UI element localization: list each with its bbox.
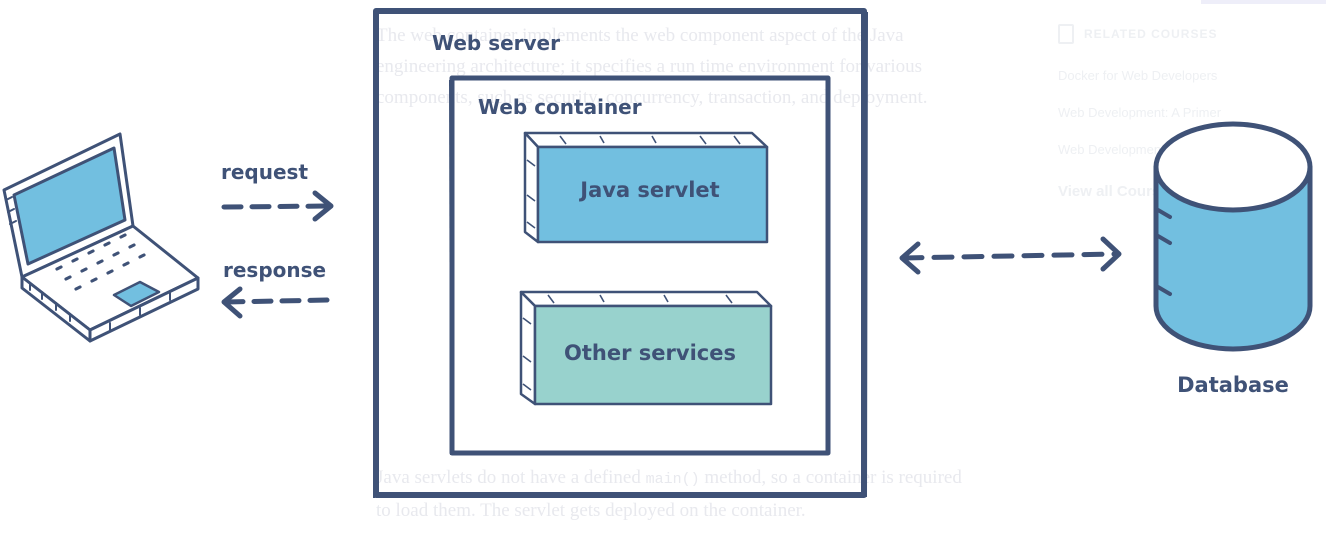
related-course-link[interactable]: Web Development: A Primer	[1058, 105, 1222, 120]
background-paragraph-2-end: method, so a container is required to lo…	[376, 467, 962, 521]
web-container-box	[449, 75, 831, 456]
view-all-courses-link[interactable]: View all Courses	[1058, 183, 1177, 200]
response-arrow	[221, 286, 333, 319]
background-paragraph-2: Java servlets do not have a defined main…	[376, 462, 976, 526]
bidirectional-arrow	[899, 236, 1122, 275]
related-courses-sidebar: RELATED COURSES Docker for Web Developer…	[1058, 20, 1308, 200]
database-label: Database	[1177, 373, 1289, 397]
corner-accent	[1201, 0, 1326, 4]
laptop-icon	[2, 132, 200, 343]
related-course-link[interactable]: Docker for Web Developers	[1058, 68, 1218, 83]
background-paragraph-1: The web container implements the web com…	[376, 25, 928, 108]
related-courses-header: RELATED COURSES	[1058, 20, 1308, 48]
database-icon	[1153, 121, 1313, 352]
background-code: main()	[645, 471, 700, 488]
response-label: response	[223, 258, 326, 282]
background-paragraph-2-start: Java servlets do not have a defined	[376, 467, 646, 488]
request-arrow	[221, 190, 334, 222]
book-icon	[1058, 24, 1074, 44]
web-container-label: Web container	[478, 95, 642, 119]
request-label: request	[221, 160, 308, 184]
web-server-box	[373, 8, 868, 498]
other-services-label: Other services	[564, 341, 736, 365]
other-services-block	[519, 290, 773, 406]
related-courses-heading: RELATED COURSES	[1084, 27, 1218, 41]
java-servlet-block	[523, 131, 769, 244]
web-server-label: Web server	[432, 31, 560, 55]
java-servlet-label: Java servlet	[578, 178, 719, 202]
